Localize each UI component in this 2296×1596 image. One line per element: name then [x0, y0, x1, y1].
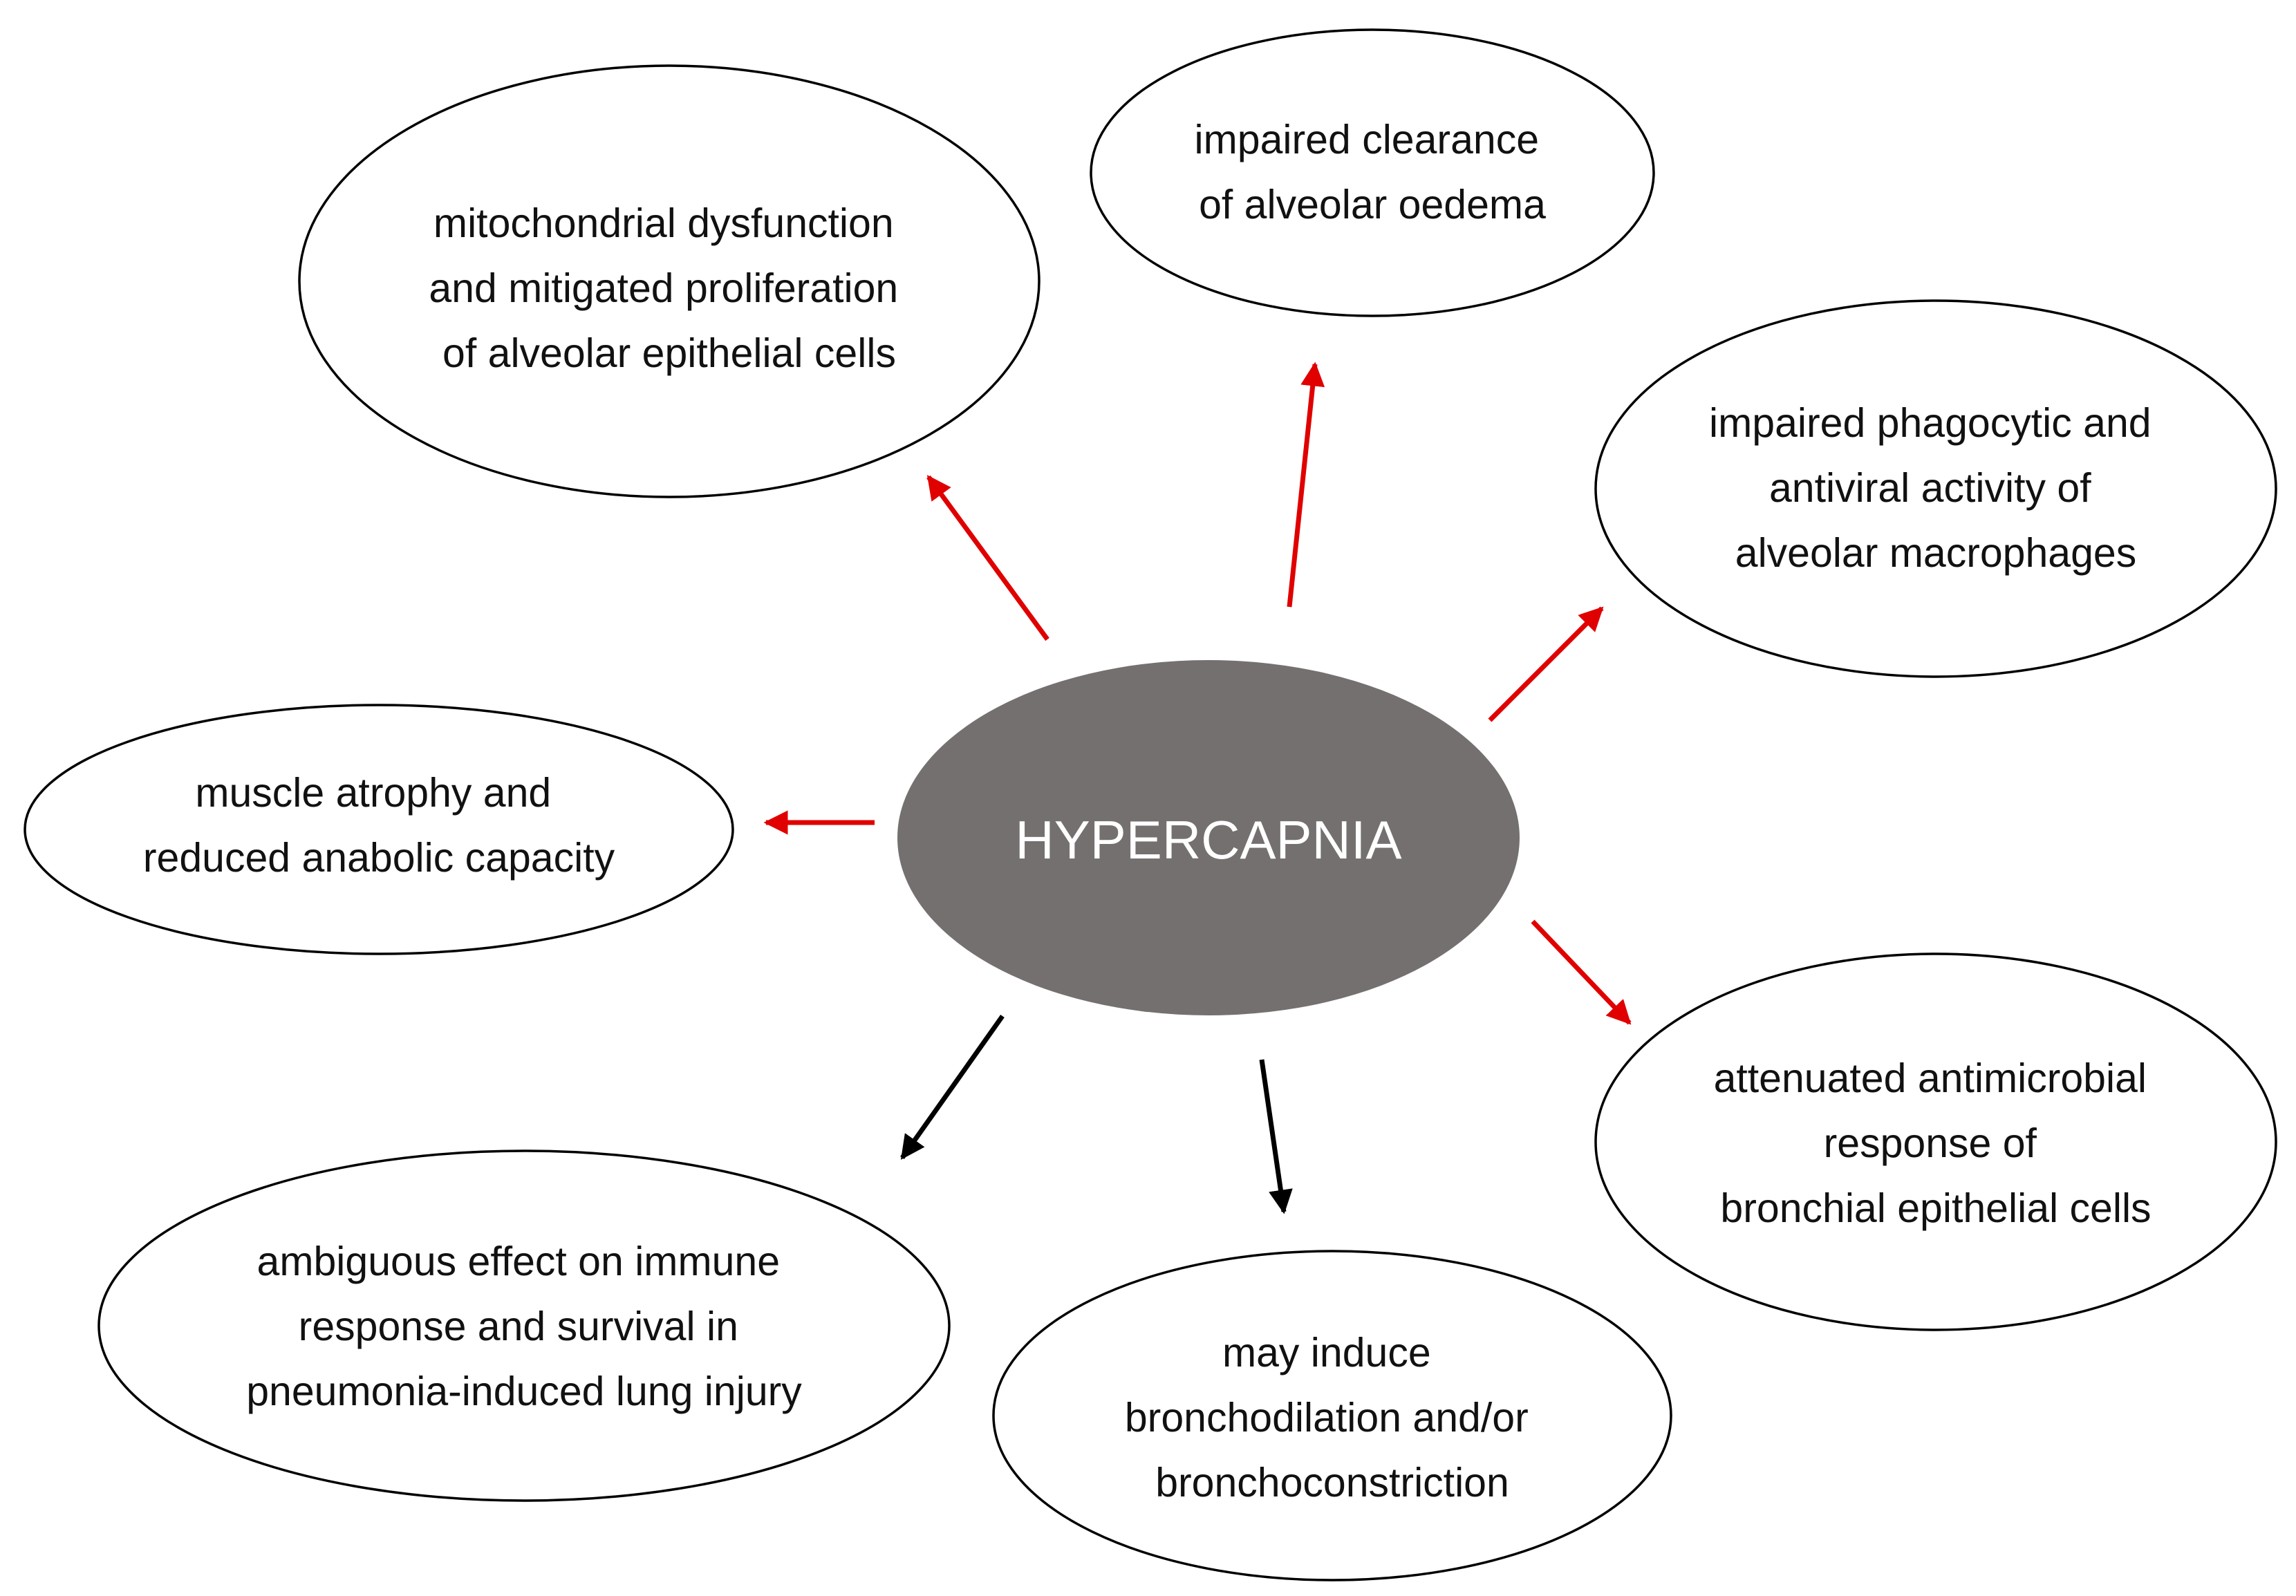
effect-label-line: bronchodilation and/or: [1125, 1395, 1529, 1440]
effect-label-line: antiviral activity of: [1769, 465, 2091, 511]
effect-label-line: impaired clearance: [1195, 117, 1539, 162]
effect-label: impaired clearance of alveolar oedema: [1195, 117, 1551, 227]
effect-ellipse: [298, 64, 1040, 498]
effect-label-line: bronchoconstriction: [1155, 1460, 1509, 1505]
effect-label-line: of alveolar epithelial cells: [442, 330, 896, 376]
effect-ellipse: [992, 1250, 1672, 1581]
effect-ellipse: [1090, 28, 1655, 317]
arrow-to-mitochondrial: [926, 475, 1049, 641]
effect-label-line: pneumonia-induced lung injury: [246, 1369, 802, 1414]
arrow-to-antimicrobial: [1531, 919, 1632, 1025]
effect-node-clearance: impaired clearance of alveolar oedema: [1090, 28, 1655, 317]
effect-label-line: bronchial epithelial cells: [1720, 1185, 2151, 1231]
effect-node-muscle: muscle atrophy and reduced anabolic capa…: [24, 704, 734, 955]
effect-label-line: muscle atrophy and: [195, 770, 551, 816]
effect-label-line: response and survival in: [299, 1304, 738, 1349]
effect-node-immune: ambiguous effect on immune response and …: [97, 1149, 951, 1502]
effect-label-line: mitochondrial dysfunction: [433, 200, 894, 246]
arrow-to-broncho: [1259, 1059, 1293, 1214]
effect-label: ambiguous effect on immune response and …: [246, 1239, 802, 1414]
arrows: [763, 362, 1632, 1214]
effect-ellipse: [1594, 299, 2277, 678]
effect-label: may induce bronchodilation and/or bronch…: [1125, 1330, 1540, 1505]
arrow-to-phagocytic: [1488, 606, 1604, 722]
effect-label-line: and mitigated proliferation: [429, 265, 898, 311]
effect-label: muscle atrophy and reduced anabolic capa…: [143, 770, 615, 881]
effect-label-line: impaired phagocytic and: [1709, 400, 2152, 446]
arrow-to-clearance: [1287, 362, 1325, 608]
effect-label-line: of alveolar oedema: [1199, 182, 1546, 227]
effect-label-line: response of: [1824, 1120, 2037, 1166]
effect-node-mitochondrial: mitochondrial dysfunction and mitigated …: [298, 64, 1040, 498]
effect-label: mitochondrial dysfunction and mitigated …: [429, 200, 909, 376]
effect-ellipse: [24, 704, 734, 955]
effect-label: attenuated antimicrobial response of bro…: [1714, 1055, 2158, 1231]
center-ellipse: [897, 660, 1520, 1015]
center-node: HYPERCAPNIA: [897, 660, 1520, 1015]
arrow-to-immune: [900, 1014, 1005, 1160]
effect-node-phagocytic: impaired phagocytic and antiviral activi…: [1594, 299, 2277, 678]
effect-ellipse: [1594, 952, 2277, 1331]
effect-node-broncho: may induce bronchodilation and/or bronch…: [992, 1250, 1672, 1581]
center-label: HYPERCAPNIA: [1015, 809, 1401, 870]
effect-label-line: reduced anabolic capacity: [143, 835, 615, 881]
effect-label-line: may induce: [1222, 1330, 1431, 1376]
effect-label: impaired phagocytic and antiviral activi…: [1709, 400, 2163, 576]
effect-node-antimicrobial: attenuated antimicrobial response of bro…: [1594, 952, 2277, 1331]
effect-ellipse: [97, 1149, 951, 1502]
effect-label-line: ambiguous effect on immune: [257, 1239, 781, 1284]
effect-label-line: alveolar macrophages: [1735, 530, 2137, 576]
effect-label-line: attenuated antimicrobial: [1714, 1055, 2147, 1101]
